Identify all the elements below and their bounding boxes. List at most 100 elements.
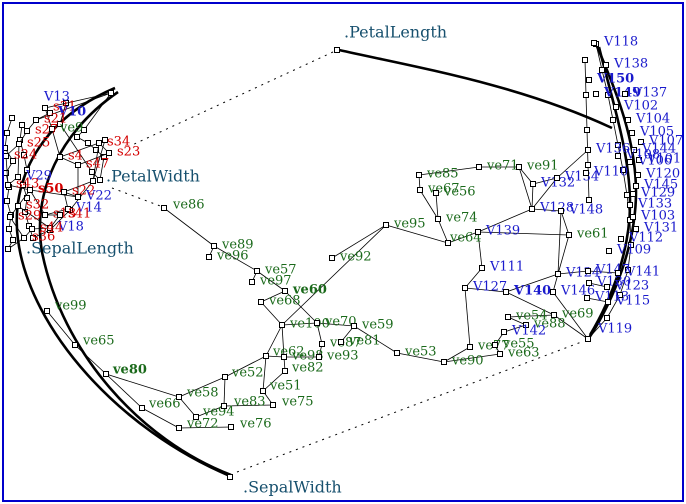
graph-node[interactable]: [206, 254, 212, 260]
graph-node[interactable]: [96, 140, 102, 146]
graph-node[interactable]: [338, 339, 344, 345]
graph-node[interactable]: [591, 40, 597, 46]
graph-node[interactable]: [585, 147, 591, 153]
graph-node[interactable]: [617, 292, 623, 298]
graph-node[interactable]: [467, 344, 473, 350]
graph-node[interactable]: [139, 405, 145, 411]
graph-node[interactable]: [24, 128, 30, 134]
graph-node[interactable]: [74, 134, 80, 140]
graph-node[interactable]: [30, 235, 36, 241]
graph-node[interactable]: [606, 248, 612, 254]
graph-node[interactable]: [558, 208, 564, 214]
graph-node[interactable]: [583, 170, 589, 176]
graph-node[interactable]: [586, 77, 592, 83]
graph-node[interactable]: [279, 322, 285, 328]
graph-node[interactable]: [27, 187, 33, 193]
graph-node[interactable]: [625, 267, 631, 273]
graph-node[interactable]: [417, 187, 423, 193]
graph-node[interactable]: [319, 341, 325, 347]
graph-node[interactable]: [630, 191, 636, 197]
graph-node[interactable]: [625, 117, 631, 123]
graph-node[interactable]: [584, 127, 590, 133]
graph-node[interactable]: [22, 209, 28, 215]
graph-node[interactable]: [583, 92, 589, 98]
graph-node[interactable]: [329, 255, 335, 261]
graph-node[interactable]: [57, 154, 63, 160]
graph-node[interactable]: [85, 140, 91, 146]
graph-node[interactable]: [29, 226, 35, 232]
graph-node[interactable]: [221, 403, 227, 409]
graph-node[interactable]: [492, 342, 498, 348]
graph-node[interactable]: [97, 177, 103, 183]
graph-node[interactable]: [47, 225, 53, 231]
variable-node[interactable]: [227, 474, 233, 480]
graph-node[interactable]: [10, 158, 16, 164]
graph-node[interactable]: [21, 235, 27, 241]
graph-node[interactable]: [586, 197, 592, 203]
graph-node[interactable]: [61, 189, 67, 195]
graph-node[interactable]: [585, 268, 591, 274]
graph-node[interactable]: [497, 351, 503, 357]
graph-node[interactable]: [316, 354, 322, 360]
graph-node[interactable]: [249, 279, 255, 285]
graph-node[interactable]: [516, 164, 522, 170]
graph-node[interactable]: [42, 105, 48, 111]
variable-node[interactable]: [90, 178, 96, 184]
graph-node[interactable]: [638, 139, 644, 145]
graph-node[interactable]: [9, 115, 15, 121]
graph-node[interactable]: [228, 424, 234, 430]
graph-node[interactable]: [24, 167, 30, 173]
graph-node[interactable]: [633, 226, 639, 232]
graph-node[interactable]: [5, 182, 11, 188]
graph-node[interactable]: [501, 329, 507, 335]
graph-node[interactable]: [604, 315, 610, 321]
graph-node[interactable]: [445, 240, 451, 246]
graph-node[interactable]: [622, 91, 628, 97]
graph-node[interactable]: [605, 299, 611, 305]
graph-node[interactable]: [435, 216, 441, 222]
graph-node[interactable]: [394, 350, 400, 356]
graph-node[interactable]: [523, 322, 529, 328]
graph-node[interactable]: [176, 394, 182, 400]
graph-node[interactable]: [4, 130, 10, 136]
graph-node[interactable]: [633, 183, 639, 189]
graph-node[interactable]: [270, 402, 276, 408]
graph-node[interactable]: [161, 205, 167, 211]
graph-node[interactable]: [10, 237, 16, 243]
graph-node[interactable]: [93, 147, 99, 153]
graph-node[interactable]: [636, 157, 642, 163]
graph-node[interactable]: [629, 130, 635, 136]
graph-node[interactable]: [593, 91, 599, 97]
graph-node[interactable]: [176, 425, 182, 431]
graph-node[interactable]: [281, 354, 287, 360]
graph-node[interactable]: [584, 295, 590, 301]
graph-node[interactable]: [530, 181, 536, 187]
graph-node[interactable]: [108, 90, 114, 96]
graph-node[interactable]: [19, 122, 25, 128]
graph-node[interactable]: [628, 242, 634, 248]
graph-node[interactable]: [605, 92, 611, 98]
graph-node[interactable]: [57, 212, 63, 218]
graph-node[interactable]: [551, 312, 557, 318]
graph-node[interactable]: [42, 212, 48, 218]
graph-node[interactable]: [314, 320, 320, 326]
graph-node[interactable]: [529, 206, 535, 212]
graph-node[interactable]: [604, 284, 610, 290]
graph-node[interactable]: [599, 67, 605, 73]
graph-node[interactable]: [47, 110, 53, 116]
graph-node[interactable]: [416, 172, 422, 178]
graph-node[interactable]: [6, 226, 12, 232]
graph-node[interactable]: [282, 368, 288, 374]
graph-node[interactable]: [101, 154, 107, 160]
graph-node[interactable]: [585, 162, 591, 168]
graph-node[interactable]: [505, 314, 511, 320]
graph-node[interactable]: [75, 162, 81, 168]
graph-node[interactable]: [615, 153, 621, 159]
graph-node[interactable]: [222, 374, 228, 380]
graph-node[interactable]: [550, 289, 556, 295]
graph-node[interactable]: [282, 288, 288, 294]
graph-node[interactable]: [582, 57, 588, 63]
graph-node[interactable]: [3, 153, 9, 159]
graph-node[interactable]: [603, 62, 609, 68]
